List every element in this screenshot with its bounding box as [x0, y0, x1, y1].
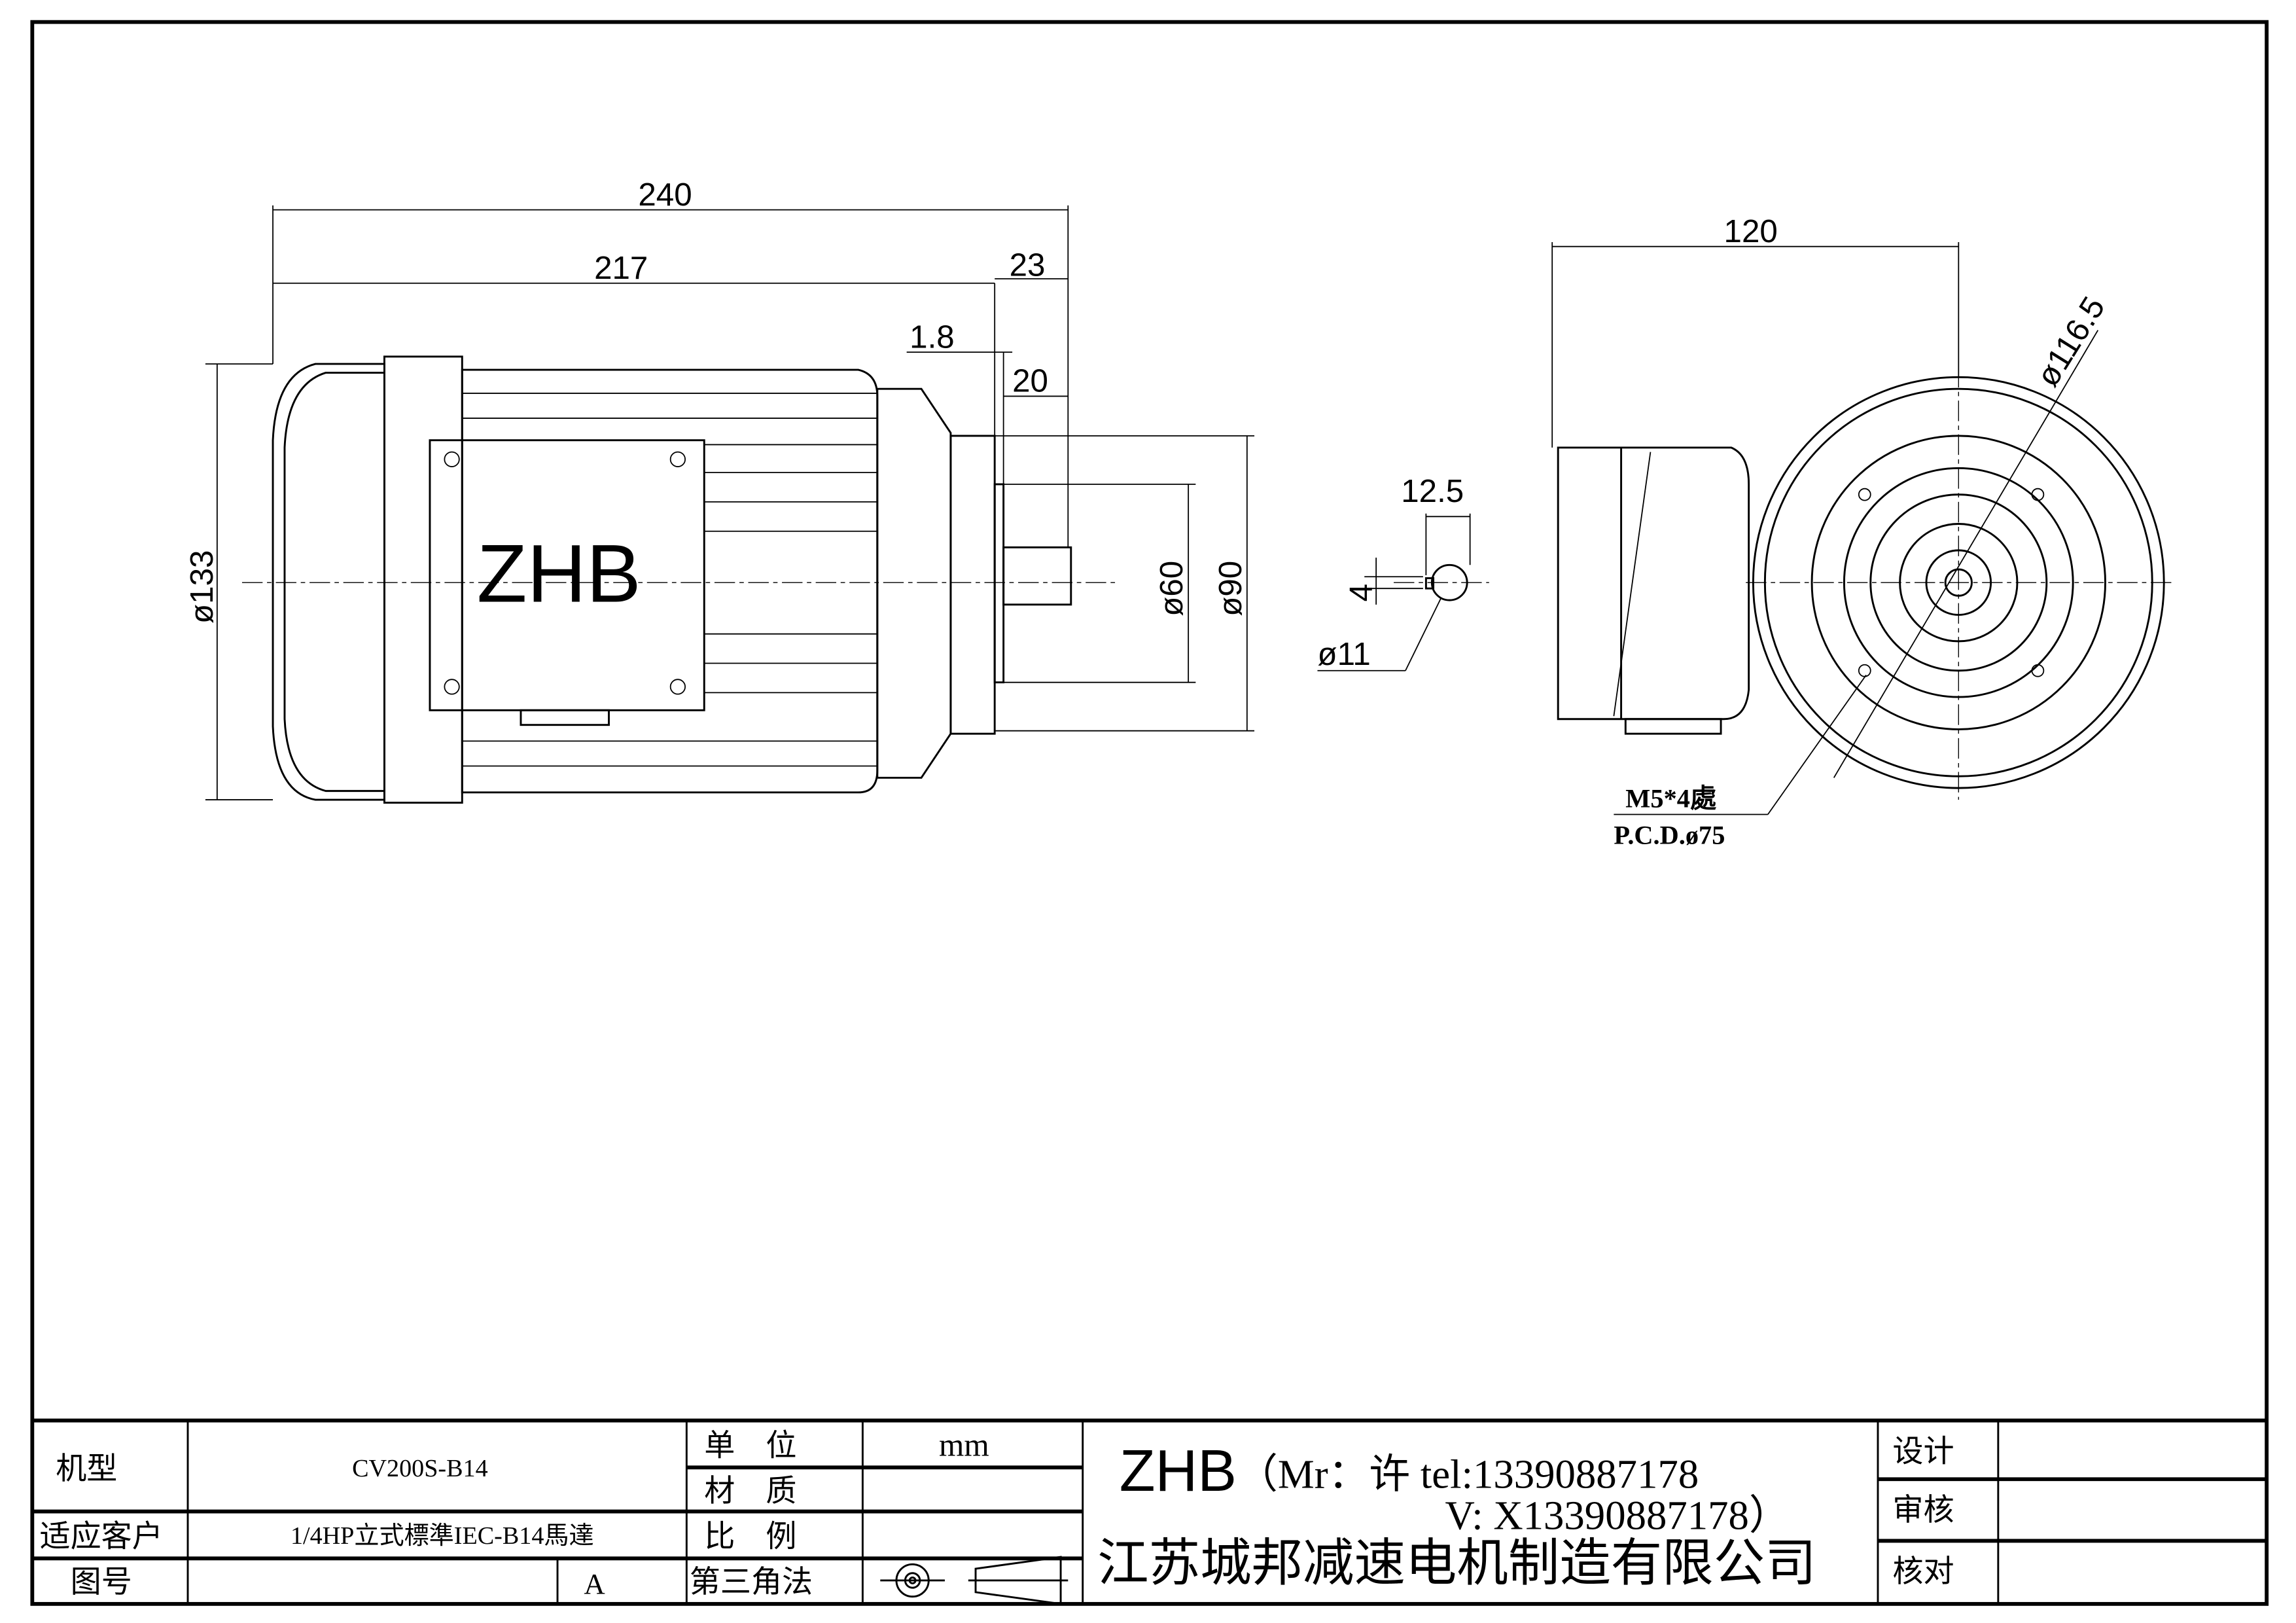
- holes-note: M5*4處: [1625, 783, 1717, 813]
- company-logo: ZHB: [1120, 1438, 1237, 1504]
- motor-side-view: 120 ø116.5 M5*4處 P.C.D.ø75: [1551, 213, 2172, 849]
- material-label: 材 质: [704, 1474, 796, 1508]
- scale-label: 比 例: [704, 1520, 796, 1554]
- shaft-section-detail: 12.5 4 ø11: [1317, 473, 1489, 672]
- dim-217: 217: [594, 250, 648, 286]
- contact-line-1: （Mr：许 tel:13390887178: [1237, 1452, 1699, 1497]
- dim-4: 4: [1343, 584, 1379, 601]
- model-value: CV200S-B14: [352, 1455, 488, 1482]
- customer-value: 1/4HP立式標準IEC-B14馬達: [291, 1522, 594, 1550]
- dim-120: 120: [1724, 213, 1778, 249]
- design-label: 设计: [1892, 1435, 1954, 1469]
- title-block: 机型 CV200S-B14 适应客户 1/4HP立式標準IEC-B14馬達 图号…: [32, 1418, 2267, 1605]
- dim-20: 20: [1012, 363, 1048, 399]
- unit-value: mm: [939, 1427, 989, 1463]
- customer-label: 适应客户: [40, 1520, 163, 1554]
- company-name: 江苏城邦减速电机制造有限公司: [1097, 1535, 1816, 1592]
- shaft: [1002, 546, 1072, 606]
- dim-23: 23: [1010, 247, 1046, 283]
- dim-12-5: 12.5: [1401, 473, 1464, 509]
- motor-logo: ZHB: [477, 527, 641, 619]
- dim-60: ø60: [1154, 561, 1190, 616]
- contact-line-2: V: X13390887178）: [1445, 1492, 1790, 1538]
- unit-label: 单 位: [704, 1429, 796, 1463]
- check-label: 核对: [1892, 1555, 1954, 1589]
- third-angle-projection-icon: [880, 1556, 1069, 1605]
- mounting-holes: [1858, 488, 2045, 677]
- dim-240: 240: [638, 177, 692, 213]
- dim-11: ø11: [1317, 636, 1370, 672]
- motor-front-view: ZHB 240 217 23 1.8 20 ø133 ø60 ø90: [184, 177, 1255, 804]
- review-label: 审核: [1892, 1493, 1954, 1527]
- drawing-border: [30, 20, 2269, 1606]
- dim-90: ø90: [1212, 561, 1248, 616]
- revision: A: [584, 1567, 605, 1600]
- drawing-no-label: 图号: [71, 1565, 132, 1599]
- model-label: 机型: [56, 1452, 117, 1486]
- dim-1-8: 1.8: [910, 319, 955, 355]
- pcd-note: P.C.D.ø75: [1614, 820, 1725, 849]
- projection-label: 第三角法: [690, 1565, 813, 1599]
- screw-icons: [444, 451, 686, 695]
- dim-133: ø133: [184, 550, 220, 624]
